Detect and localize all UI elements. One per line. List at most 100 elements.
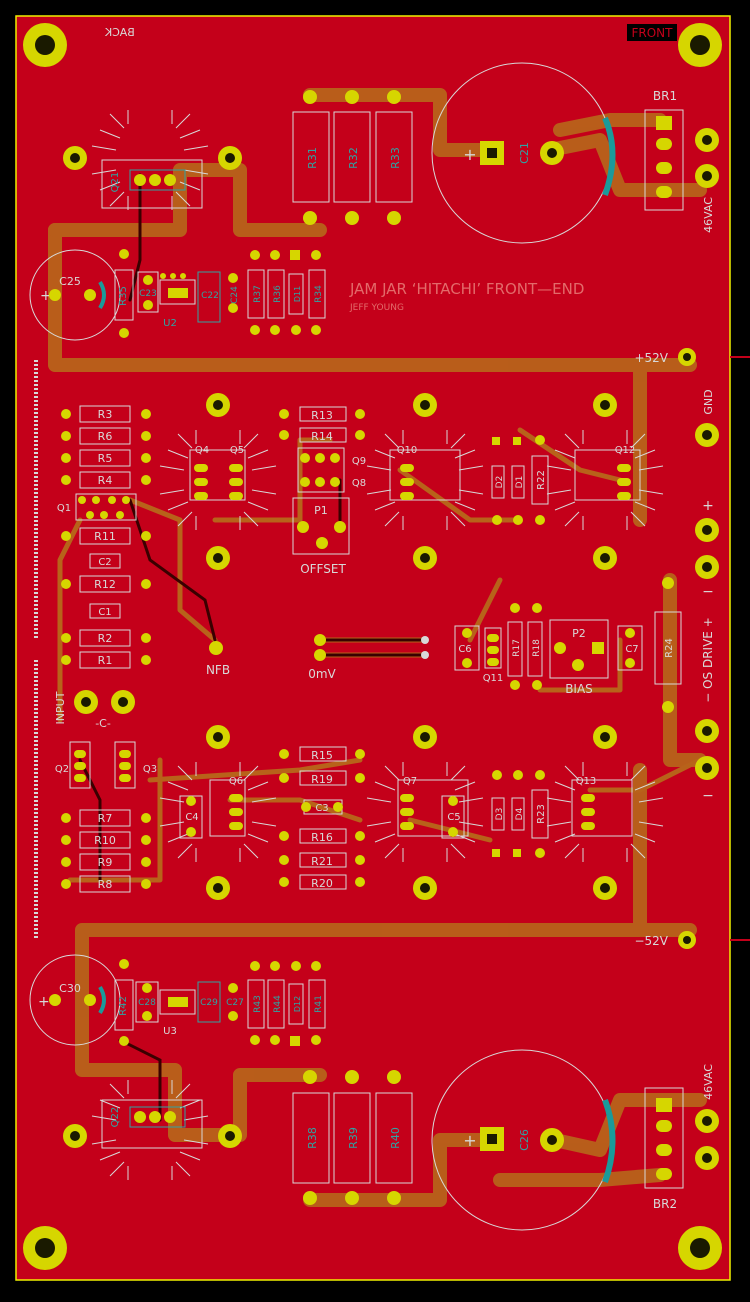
ref-q13: Q13 — [576, 776, 597, 787]
ref-c30: C30 — [59, 982, 81, 995]
heatsink-q22: Q22 — [63, 1079, 242, 1181]
board-outline — [15, 15, 731, 1281]
svg-text:-C-: -C- — [95, 717, 111, 730]
minus-52v-label: −52V — [634, 934, 668, 948]
nfb-pad — [209, 641, 223, 655]
ref-r36: R36 — [273, 285, 283, 303]
input-resistors-mid: R11 C2 R12 C1 R2 R1 — [61, 527, 151, 669]
heatsink-q21: Q21 — [63, 109, 242, 211]
ref-r8: R8 — [98, 878, 113, 891]
ref-d11: D11 — [293, 286, 302, 302]
transistors-q2-q3: Q2 Q3 — [55, 741, 157, 789]
resistor-bank-r31-r33: R31 R32 R33 — [292, 90, 413, 225]
ref-r17: R17 — [512, 639, 522, 657]
bridge-br1: BR1 46VAC — [644, 89, 719, 233]
heatsink-q10: Q10 — [366, 393, 484, 570]
output-minus-label: − — [702, 584, 714, 600]
ref-r5: R5 — [98, 452, 113, 465]
ref-c7: C7 — [625, 644, 638, 655]
ref-p2: P2 — [572, 627, 586, 640]
front-label-bg — [627, 24, 677, 41]
ref-c4: C4 — [185, 812, 198, 823]
heatsink-q4-q5: Q4 Q5 — [159, 393, 277, 570]
ref-q22: Q22 — [110, 1107, 121, 1128]
svg-text:+: + — [463, 145, 476, 164]
ref-r11: R11 — [94, 530, 116, 543]
ref-r20: R20 — [311, 877, 333, 890]
ref-q12: Q12 — [615, 445, 636, 456]
ref-r13: R13 — [311, 409, 333, 422]
input-resistors-bottom: R7 R10 R9 R8 — [61, 809, 151, 893]
ref-c28: C28 — [138, 998, 156, 1008]
board-author: JEFF YOUNG — [349, 303, 404, 313]
offset-label: OFFSET — [300, 562, 346, 576]
ref-r2: R2 — [98, 632, 113, 645]
ref-r41: R41 — [314, 995, 324, 1013]
bias-section: C6 Q11 R17 R18 P2 BIAS C7 R24 — [454, 577, 682, 713]
ref-d3: D3 — [495, 808, 505, 821]
diodes-d3-d4-r23: D3 D4 R23 — [491, 770, 549, 858]
ref-r22: R22 — [536, 470, 547, 490]
ref-br2: BR2 — [653, 1197, 677, 1211]
ref-r33: R33 — [389, 147, 402, 169]
ref-r42: R42 — [118, 996, 129, 1016]
ref-q11: Q11 — [483, 673, 504, 684]
ref-c23: C23 — [139, 289, 157, 299]
ref-q21: Q21 — [110, 172, 121, 193]
ref-d2: D2 — [495, 476, 505, 489]
ref-u3: U3 — [163, 1026, 177, 1037]
ref-r1: R1 — [98, 654, 113, 667]
ref-c3: C3 — [315, 803, 328, 814]
ref-r24: R24 — [664, 638, 675, 658]
heatsink-q7: Q7 C5 — [366, 725, 484, 900]
ref-q6: Q6 — [229, 776, 243, 787]
bias-label: BIAS — [565, 682, 593, 696]
ref-c25: C25 — [59, 275, 81, 288]
ref-r40: R40 — [389, 1127, 402, 1149]
ref-q4: Q4 — [195, 445, 209, 456]
os-drive-label: − OS DRIVE + — [701, 617, 715, 703]
nfb-label: NFB — [206, 663, 230, 677]
ref-r6: R6 — [98, 430, 113, 443]
back-label: BACK — [104, 26, 135, 39]
ref-p1: P1 — [314, 504, 328, 517]
ref-r3: R3 — [98, 408, 113, 421]
ref-q10: Q10 — [397, 445, 418, 456]
capacitor-c26: + C26 — [431, 1049, 616, 1231]
ref-q3: Q3 — [143, 764, 157, 775]
svg-text:+: + — [463, 1131, 476, 1150]
heatsink-q13: Q13 — [546, 725, 664, 900]
ref-r4: R4 — [98, 474, 113, 487]
ref-r16: R16 — [311, 831, 333, 844]
ref-r7: R7 — [98, 812, 113, 825]
ref-u2: U2 — [163, 318, 177, 329]
ref-c5: C5 — [447, 812, 460, 823]
diodes-d1-d2-r22: D2 D1 R22 — [491, 435, 549, 525]
ref-r39: R39 — [347, 1127, 360, 1149]
ref-r23: R23 — [536, 804, 547, 824]
ref-c1: C1 — [98, 607, 111, 618]
ref-d4: D4 — [515, 807, 525, 820]
ref-r15: R15 — [311, 749, 333, 762]
ref-r19: R19 — [311, 773, 333, 786]
ref-r10: R10 — [94, 834, 116, 847]
ref-r14: R14 — [311, 430, 333, 443]
ref-r34: R34 — [314, 285, 324, 303]
ref-c6: C6 — [458, 644, 471, 655]
ref-r32: R32 — [347, 147, 360, 169]
front-label: FRONT — [632, 26, 674, 40]
input-connector: INPUT -C- — [54, 690, 135, 730]
regulator-u2-block: + C25 R35 C23 U2 C22 C24 R37 R36 D11 R34 — [29, 249, 326, 341]
ref-q2: Q2 — [55, 764, 69, 775]
vac-bottom-label: 46VAC — [702, 1064, 715, 1100]
ref-c2: C2 — [98, 557, 111, 568]
ref-r9: R9 — [98, 856, 113, 869]
resistors-r15-r21: R15 R19 C3 R16 R21 R20 — [279, 746, 365, 890]
ref-br1: BR1 — [653, 89, 677, 103]
bottom-traces — [78, 173, 427, 1122]
ref-r43: R43 — [253, 995, 263, 1013]
capacitor-c21: + C21 — [431, 62, 616, 244]
svg-text:+: + — [38, 994, 50, 1010]
